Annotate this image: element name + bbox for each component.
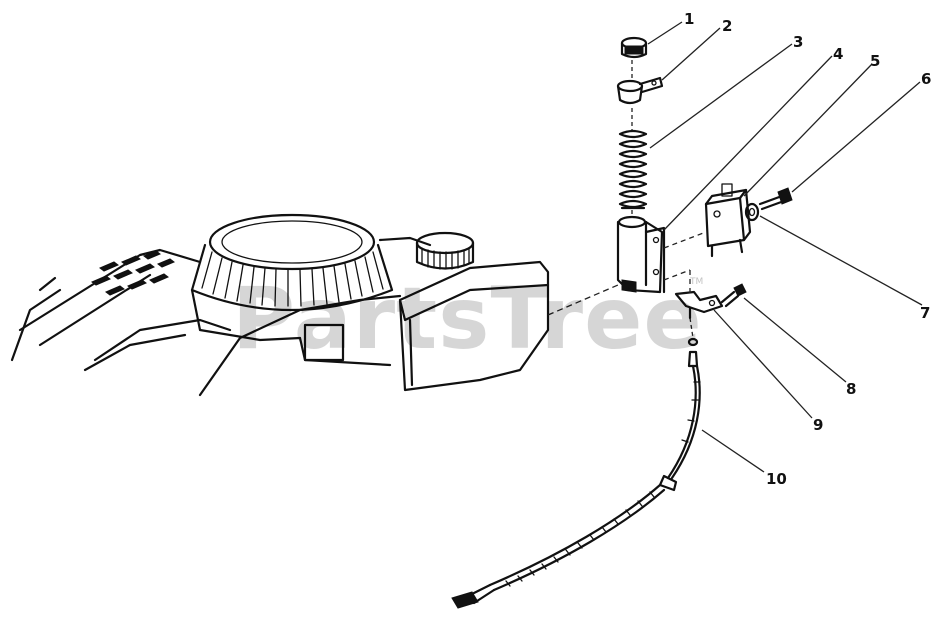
part-spring — [618, 129, 648, 210]
callout-5: 5 — [870, 52, 880, 70]
deck-vent-slots — [91, 250, 175, 296]
starter-ribs — [201, 251, 384, 307]
part-switch — [704, 183, 752, 258]
fuel-cap-ridges — [421, 247, 470, 270]
assembly-centerlines — [547, 60, 707, 339]
part-bracket — [616, 215, 666, 294]
part-cable — [451, 337, 701, 609]
engine-starter-housing — [190, 213, 432, 367]
part-cable-clamp — [674, 290, 724, 320]
part-washer — [744, 202, 760, 222]
part-screw-6 — [758, 187, 793, 211]
callout-leaders — [647, 21, 923, 473]
watermark: PartsTree — [232, 269, 703, 369]
part-spring-retainer — [616, 76, 664, 105]
callout-9: 9 — [813, 416, 823, 434]
callout-4: 4 — [833, 45, 843, 63]
fuel-tank — [398, 231, 550, 392]
callout-3: 3 — [793, 33, 803, 51]
cable-hatching — [505, 381, 701, 587]
callout-7: 7 — [920, 304, 930, 322]
callout-10: 10 — [766, 470, 787, 488]
callout-6: 6 — [921, 70, 931, 88]
part-cap — [620, 36, 648, 59]
callouts: 1 2 3 4 5 6 7 8 9 10 — [684, 10, 931, 488]
callout-8: 8 — [846, 380, 856, 398]
part-screw-8 — [720, 283, 747, 308]
callout-1: 1 — [684, 10, 694, 28]
callout-2: 2 — [722, 17, 732, 35]
watermark-trademark: TM — [689, 277, 703, 287]
